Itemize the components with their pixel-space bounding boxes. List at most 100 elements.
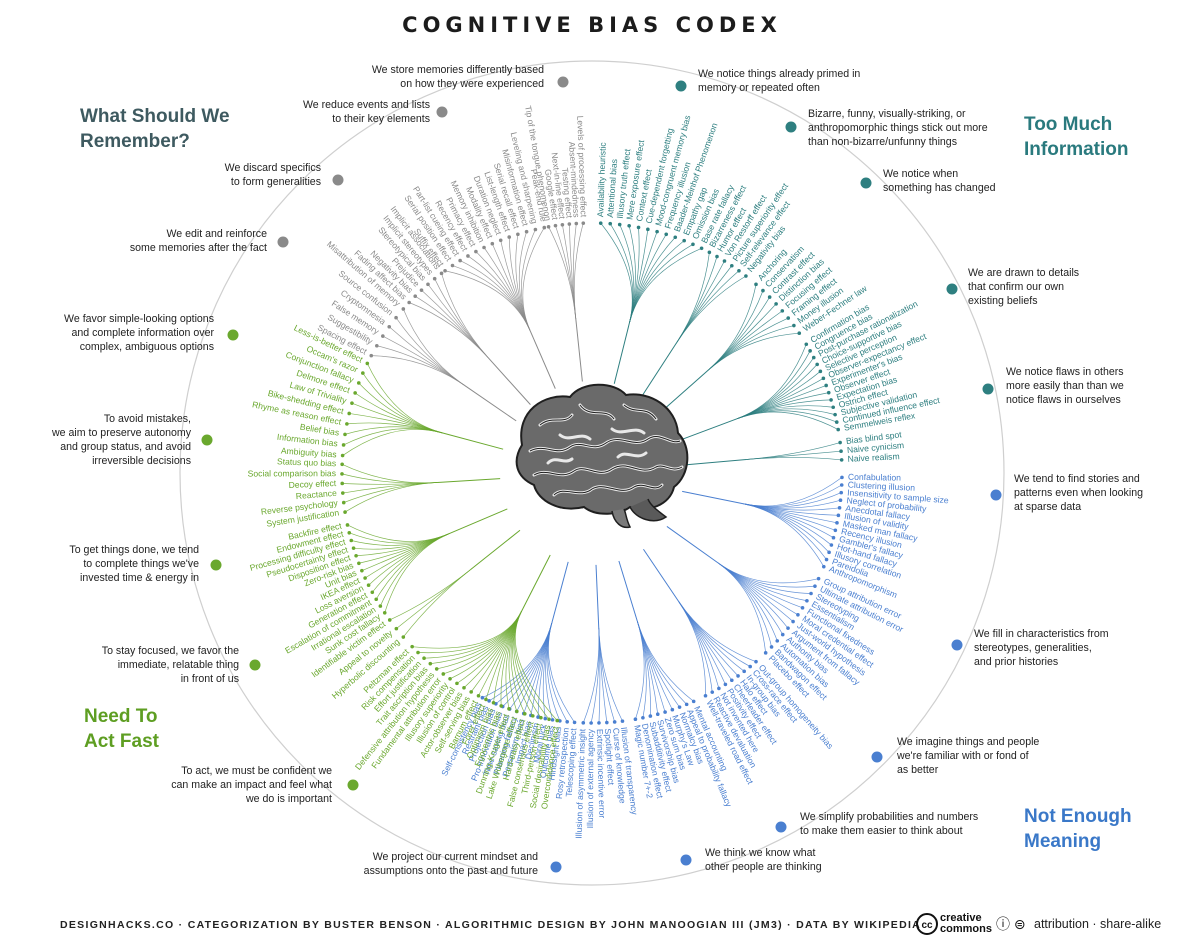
- bias-dot: [821, 376, 826, 381]
- bias-label: Extrinsic incentive error: [595, 729, 607, 819]
- bias-dot: [710, 690, 715, 694]
- bias-dot: [524, 229, 529, 234]
- quadrant-label-remember: What Should We Remember?: [80, 106, 235, 152]
- bias-dot: [407, 300, 411, 305]
- category-dot: [227, 329, 239, 341]
- bias-dot: [410, 644, 414, 649]
- bias-dot: [780, 309, 785, 313]
- branch-line: [629, 247, 702, 323]
- bias-dot: [401, 635, 406, 639]
- bias-label: Reactance: [295, 488, 337, 501]
- bias-dot: [769, 645, 774, 649]
- bias-dot: [553, 223, 558, 228]
- category-dot: [210, 559, 222, 571]
- bias-dot: [827, 550, 831, 555]
- bias-dot: [572, 720, 577, 725]
- bias-dot: [357, 561, 361, 566]
- branch-line: [737, 344, 807, 420]
- category-dots: [201, 76, 1002, 873]
- bias-dot: [441, 672, 446, 676]
- bias-label: Levels of processing effect: [575, 115, 589, 217]
- bias-dot: [717, 686, 721, 691]
- bias-dot: [428, 661, 433, 666]
- bias-dot: [707, 250, 712, 255]
- bias-dot: [387, 618, 392, 622]
- bias-dot: [840, 475, 844, 480]
- branch-line: [362, 372, 443, 434]
- bias-dot: [498, 238, 503, 243]
- branch-line: [737, 408, 836, 420]
- bias-dot: [839, 458, 844, 462]
- bias-dot: [589, 721, 593, 725]
- branch-line: [342, 429, 443, 456]
- bias-dot: [636, 225, 641, 230]
- branch-line: [678, 601, 713, 693]
- bias-dot: [547, 717, 551, 722]
- branch-trunk: [677, 418, 738, 442]
- bias-dot: [655, 229, 659, 234]
- bias-dot: [366, 583, 371, 587]
- branch-line: [717, 562, 789, 629]
- branch-line: [678, 601, 706, 696]
- branch-line: [609, 223, 634, 323]
- bias-dot: [786, 626, 790, 630]
- bias-dot: [394, 626, 399, 631]
- bias-dot: [550, 718, 555, 722]
- category-dot: [557, 76, 569, 88]
- category-dot: [785, 121, 797, 133]
- bias-dot: [581, 221, 586, 225]
- bias-dot: [608, 221, 613, 226]
- bias-dot: [821, 564, 826, 569]
- bias-dot: [490, 241, 495, 246]
- bias-label: Testing effect: [560, 167, 575, 219]
- bias-dot: [363, 576, 367, 580]
- bias-dot: [484, 697, 488, 702]
- bias-dot: [748, 664, 752, 669]
- bias-dot: [723, 682, 728, 687]
- branch-line: [707, 332, 800, 371]
- bias-dot: [729, 678, 734, 683]
- bias-dot: [361, 371, 365, 375]
- bias-dot: [340, 453, 345, 458]
- bias-dot: [605, 720, 609, 725]
- branch-line: [676, 270, 740, 344]
- branch-line: [746, 442, 841, 460]
- branch-trunk: [463, 384, 517, 422]
- bias-label: Clustering illusion: [848, 480, 916, 493]
- bias-dot: [774, 302, 778, 306]
- bias-dot: [546, 224, 551, 229]
- bias-dot: [786, 316, 791, 320]
- branch-line: [707, 325, 794, 371]
- branch-line: [743, 492, 842, 508]
- branch-line: [717, 562, 778, 641]
- branch-line: [717, 562, 772, 648]
- branch-line: [598, 627, 615, 723]
- branch-trunk: [595, 564, 600, 628]
- branch-line: [743, 484, 842, 507]
- bias-dot: [826, 390, 831, 395]
- bias-dot: [633, 717, 638, 722]
- branch-line: [600, 222, 633, 323]
- bias-dot: [664, 232, 669, 237]
- bias-label: Availability heuristic: [595, 141, 608, 217]
- category-dot: [951, 639, 963, 651]
- bias-dot: [401, 307, 406, 311]
- bias-label: Naive cynicism: [847, 440, 905, 455]
- bias-label: Confabulation: [848, 472, 901, 483]
- bias-dot: [507, 235, 512, 239]
- bias-dot: [439, 271, 444, 276]
- branch-trunk: [449, 508, 508, 535]
- branch-trunk: [660, 369, 709, 413]
- branch-line: [548, 622, 575, 723]
- bias-label: Status quo bias: [277, 456, 337, 468]
- bias-dot: [691, 699, 696, 704]
- bias-dot: [813, 584, 817, 588]
- bias-dot: [839, 490, 844, 495]
